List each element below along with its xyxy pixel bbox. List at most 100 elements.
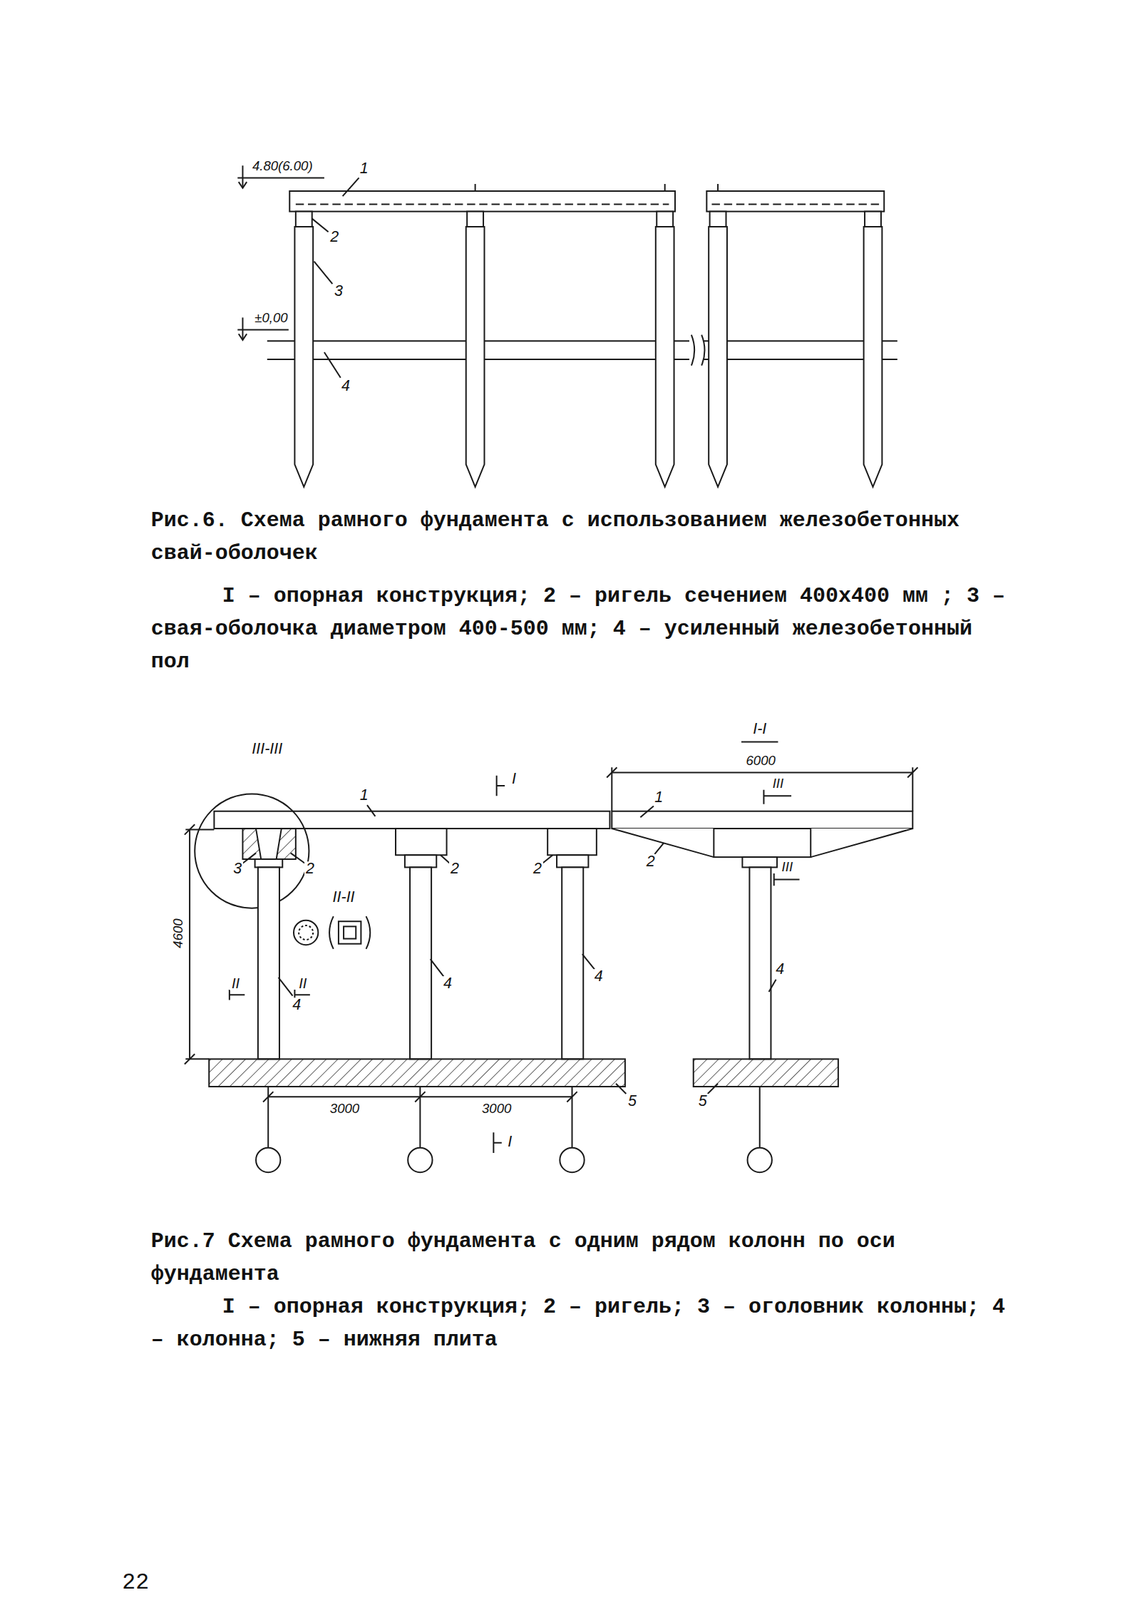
leader-line	[440, 854, 450, 863]
section-mark: III	[780, 860, 795, 874]
axis-bubble	[255, 1147, 281, 1172]
section-mark: II	[297, 975, 308, 991]
axis-line	[571, 1086, 574, 1148]
figure-legend: I – опорная конструкция; 2 – ригель; 3 –…	[151, 1290, 1018, 1356]
figure-legend: I – опорная конструкция; 2 – ригель сече…	[151, 579, 1018, 678]
leader-line	[367, 804, 375, 817]
leader-line	[342, 177, 360, 197]
crossbar	[710, 211, 727, 227]
callout-number: 5	[626, 1093, 639, 1109]
column-head	[242, 828, 296, 859]
section-rebar	[298, 925, 313, 940]
section-column	[338, 921, 361, 944]
shell-pile	[466, 226, 485, 487]
support-beam	[289, 191, 676, 212]
elevation-arrow	[238, 333, 247, 341]
section-mark: I	[510, 771, 518, 787]
leader-line	[312, 218, 329, 233]
section-title: I-I	[751, 721, 768, 737]
figure-caption: Рис.7 Схема рамного фундамента с одним р…	[151, 1224, 1018, 1291]
shell-pile	[655, 226, 675, 487]
callout-number: 2	[304, 861, 316, 877]
leader-line	[582, 953, 595, 969]
crossbar	[547, 828, 597, 855]
section-mark	[763, 789, 792, 805]
haunch-crossbar	[611, 828, 913, 857]
crossbar	[466, 211, 484, 227]
callout-number: 1	[652, 789, 665, 805]
leader-line	[314, 261, 333, 284]
dimension-line	[611, 771, 913, 773]
base-slab	[693, 1058, 839, 1087]
column	[409, 866, 432, 1059]
title-underline	[741, 740, 778, 743]
dimension-label: 6000	[744, 754, 777, 768]
column-head	[556, 854, 589, 867]
axis-bubble	[407, 1147, 432, 1172]
column	[258, 866, 280, 1059]
head-socket	[255, 828, 282, 859]
column-head	[404, 854, 437, 867]
section-mark: II	[230, 975, 241, 991]
elevation-line	[237, 176, 325, 179]
callout-number: 4	[441, 976, 454, 992]
axis-tick	[664, 183, 666, 192]
axis-tick	[474, 183, 477, 192]
leader-line	[707, 1083, 718, 1094]
hidden-line	[711, 203, 879, 206]
dimension-label: 4600	[171, 916, 186, 949]
callout-number: 2	[328, 230, 341, 246]
support-beam	[213, 811, 610, 829]
support-beam	[706, 191, 884, 212]
callout-number: 4	[290, 997, 303, 1013]
callout-number: 1	[358, 161, 370, 177]
section-mark	[493, 1132, 502, 1153]
callout-number: 5	[697, 1093, 709, 1109]
dimension-tick	[184, 1053, 195, 1064]
elevation-mark: ±0,00	[253, 311, 289, 326]
section-mark: I	[506, 1134, 514, 1150]
column-head	[255, 858, 284, 867]
dimension-label: 3000	[480, 1102, 513, 1116]
leader-line	[324, 352, 341, 378]
shell-pile	[294, 226, 313, 487]
page-number: 22	[120, 1571, 151, 1594]
extension-line	[911, 767, 914, 812]
elevation-tick	[241, 165, 244, 188]
break-mark	[691, 335, 706, 366]
section-pile	[293, 920, 318, 945]
section-title: II-II	[331, 889, 357, 905]
leader-line	[290, 852, 306, 863]
dimension-tick	[184, 824, 195, 835]
callout-number: 3	[332, 283, 345, 299]
leader-line	[242, 852, 256, 863]
leader-line	[278, 977, 293, 996]
crossbar	[656, 211, 673, 227]
callout-number: 4	[593, 969, 605, 985]
callout-number: 2	[645, 853, 657, 869]
shell-pile	[708, 226, 728, 487]
leader-line	[654, 842, 664, 854]
axis-tick	[717, 183, 719, 192]
axis-line	[267, 1086, 269, 1148]
section-mark: III	[771, 776, 786, 790]
dimension-line	[188, 829, 191, 1059]
axis-line	[419, 1086, 421, 1148]
callout-number: 1	[358, 787, 370, 803]
crossbar	[295, 211, 313, 227]
dimension-label: 3000	[328, 1102, 361, 1116]
elevation-arrow	[238, 181, 247, 189]
shell-pile	[863, 226, 883, 487]
leader-line	[542, 854, 553, 863]
crossbar-block	[713, 828, 811, 857]
leader-line	[640, 806, 654, 818]
axis-line	[759, 1086, 761, 1148]
section-rebar	[343, 925, 356, 939]
leader-line	[430, 958, 445, 976]
detail-circle	[194, 793, 309, 908]
leader-line	[615, 1083, 626, 1094]
axis-bubble	[747, 1147, 773, 1172]
figure-caption: Рис.6. Схема рамного фундамента с исполь…	[151, 503, 1018, 570]
